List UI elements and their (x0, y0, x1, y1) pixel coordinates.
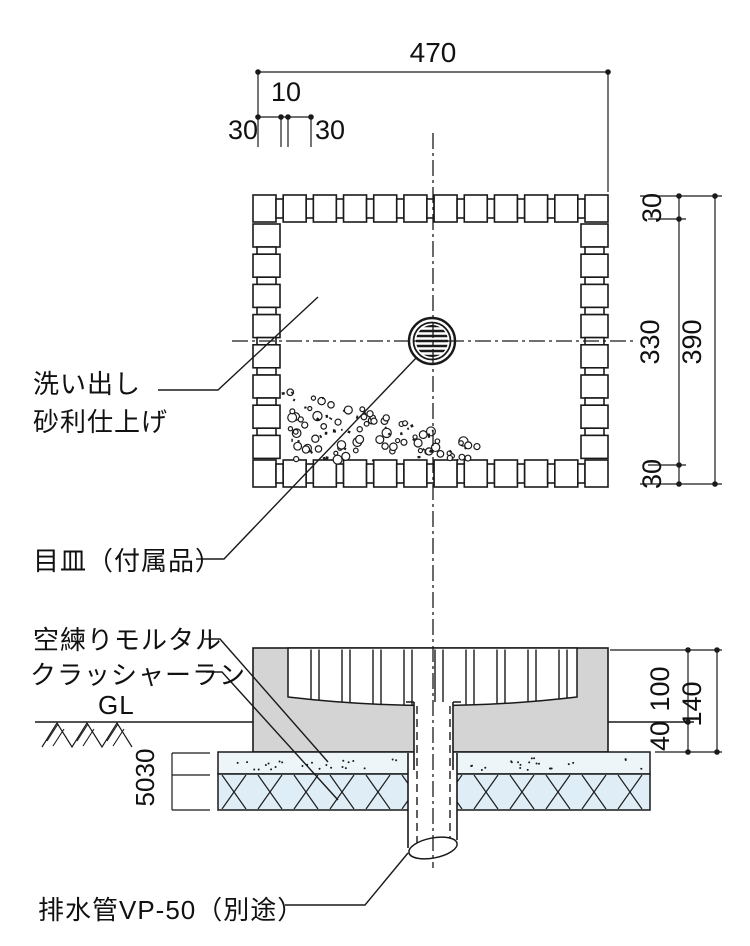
leader-washed-finish (158, 296, 319, 391)
mortar-dot-texture (236, 757, 643, 771)
leader-crusher-run (206, 671, 339, 801)
dimension-end-dots (685, 647, 720, 755)
cobble-strips-section (310, 649, 568, 706)
label-dry-mortar: 空練りモルタル (33, 625, 222, 655)
plan-right-dimension-group: 30 330 390 30 (635, 193, 722, 489)
gravel-texture (281, 388, 481, 465)
dim-border-bottom: 30 (637, 459, 667, 489)
dimension-end-dots (255, 69, 611, 120)
dimension-end-dots (676, 193, 718, 487)
dim-total-width: 470 (410, 37, 457, 68)
leader-drain-pipe (285, 852, 409, 906)
label-washed-finish-line2: 砂利仕上げ (33, 407, 168, 437)
section-right-dimension-group: 100 140 40 (610, 647, 722, 755)
label-ground-level: GL (98, 690, 135, 720)
ground-hatch (41, 721, 133, 749)
label-drain-pipe: 排水管VP-50（別途） (38, 895, 304, 925)
dim-total-height: 390 (677, 319, 707, 364)
dim-basin-below-gl: 40 (645, 721, 675, 751)
label-crusher-run: クラッシャーラン (30, 660, 246, 690)
plan-view (252, 194, 609, 488)
leader-dry-mortar (204, 638, 329, 763)
center-lines (232, 133, 637, 868)
dim-cobble-left: 30 (228, 115, 258, 145)
leader-strainer (196, 356, 418, 560)
cobble-border (252, 194, 609, 488)
dim-border-top: 30 (637, 193, 667, 223)
section-view: 100 140 40 30 50 (35, 647, 722, 860)
dim-crusher-thickness: 50 (130, 778, 160, 807)
dim-cobble-right: 30 (315, 115, 345, 145)
dim-basin-total-depth: 140 (677, 681, 707, 726)
label-washed-finish-line1: 洗い出し (33, 369, 141, 399)
section-left-dimension-group: 30 50 (130, 749, 210, 811)
dim-basin-above-gl: 100 (645, 666, 675, 711)
label-strainer: 目皿（付属品） (33, 546, 222, 576)
leader-lines (158, 296, 418, 906)
dim-joint-width: 10 (271, 77, 301, 107)
annotation-labels: 洗い出し 砂利仕上げ 目皿（付属品） 空練りモルタル クラッシャーラン GL 排… (30, 369, 304, 925)
dim-mortar-thickness: 30 (130, 749, 160, 778)
dim-inner-height: 330 (635, 319, 665, 364)
top-dimension-group: 470 10 30 30 (228, 37, 611, 192)
